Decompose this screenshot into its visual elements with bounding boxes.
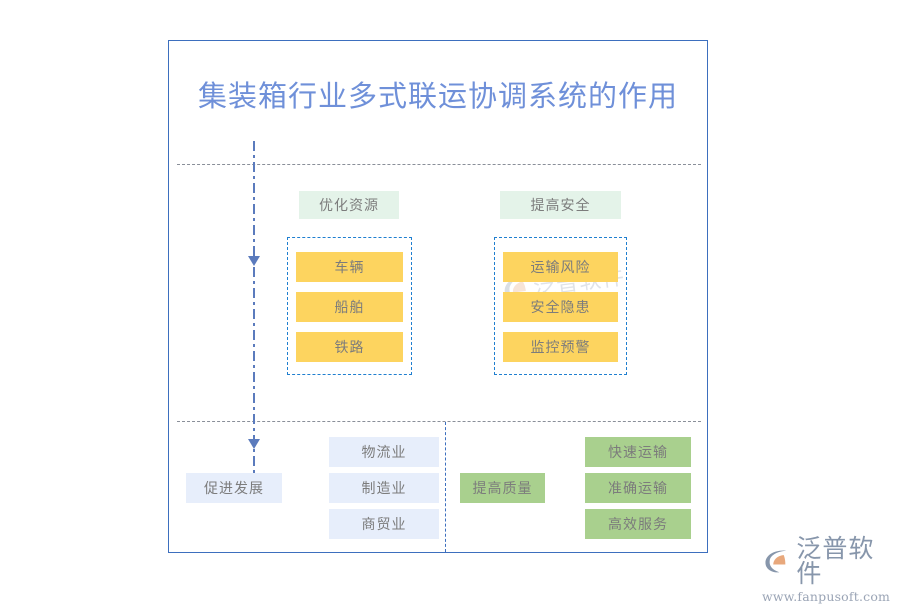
bottom-label-promote-development[interactable]: 促进发展 xyxy=(186,473,282,503)
item-development-logistics[interactable]: 物流业 xyxy=(329,437,439,467)
group-header-optimize[interactable]: 优化资源 xyxy=(299,191,399,219)
group-header-safety[interactable]: 提高安全 xyxy=(500,191,621,219)
flow-arrow-down-icon xyxy=(248,439,260,449)
group-box-safety xyxy=(494,237,627,375)
item-optimize-vehicle[interactable]: 车辆 xyxy=(296,252,403,282)
divider-bottom xyxy=(177,421,701,422)
item-safety-hazard[interactable]: 安全隐患 xyxy=(503,292,618,322)
flow-arrow-down-icon xyxy=(248,256,260,266)
item-safety-monitor-alert[interactable]: 监控预警 xyxy=(503,332,618,362)
divider-vertical xyxy=(445,422,446,552)
item-development-commerce[interactable]: 商贸业 xyxy=(329,509,439,539)
brand-row: 泛普软件 xyxy=(762,536,892,586)
flow-line xyxy=(253,141,255,486)
page-title: 集装箱行业多式联运协调系统的作用 xyxy=(197,79,678,113)
brand-mark-icon xyxy=(765,550,787,573)
item-quality-fast-transport[interactable]: 快速运输 xyxy=(585,437,691,467)
item-development-manufacturing[interactable]: 制造业 xyxy=(329,473,439,503)
divider-top xyxy=(177,164,701,165)
brand-url: www.fanpusoft.com xyxy=(762,589,891,604)
item-quality-accurate-transport[interactable]: 准确运输 xyxy=(585,473,691,503)
item-safety-transport-risk[interactable]: 运输风险 xyxy=(503,252,618,282)
item-quality-efficient-service[interactable]: 高效服务 xyxy=(585,509,691,539)
brand-name: 泛普软件 xyxy=(796,534,875,588)
item-optimize-ship[interactable]: 船舶 xyxy=(296,292,403,322)
diagram-frame: 集装箱行业多式联运协调系统的作用 优化资源 提高安全 泛普软件 车辆 船舶 铁路… xyxy=(168,40,708,553)
brand-logo: 泛普软件 www.fanpusoft.com xyxy=(762,536,892,604)
item-optimize-rail[interactable]: 铁路 xyxy=(296,332,403,362)
group-box-optimize xyxy=(287,237,412,375)
bottom-label-improve-quality[interactable]: 提高质量 xyxy=(460,473,545,503)
